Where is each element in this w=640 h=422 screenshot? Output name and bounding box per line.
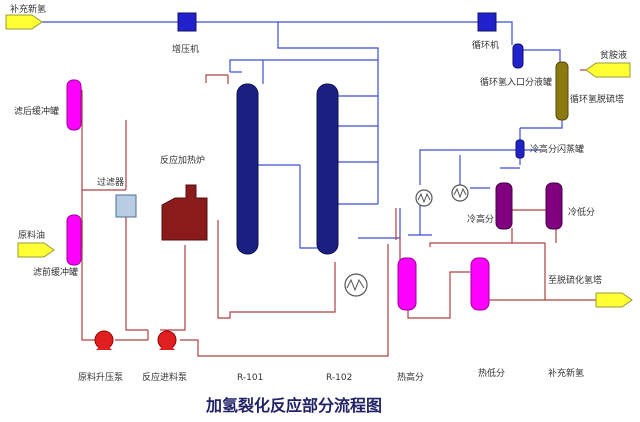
hot-lp-separator — [470, 257, 490, 311]
booster-compressor — [177, 12, 197, 32]
heat-exchanger-3 — [451, 184, 469, 202]
cold-flash-drum — [515, 139, 525, 159]
to-desulf-label: 至脱硫化氢塔 — [548, 274, 602, 286]
labels: 补充新氢 增压机 循环机 循环氢入口分液罐 贫胺液 循环氢脱硫塔 滤后缓冲罐 过… — [10, 3, 627, 415]
reactor-r102 — [316, 83, 339, 255]
feed-oil-label: 原料油 — [18, 229, 45, 241]
hot-lp-sep-label: 热低分 — [478, 367, 505, 379]
amine-label: 贫胺液 — [600, 49, 627, 61]
cold-lp-separator — [545, 182, 563, 230]
cold-flash-drum-label: 冷高分闪蒸罐 — [530, 143, 584, 155]
cold-hp-sep-label: 冷高分 — [467, 213, 494, 225]
filtered-buffer-label: 滤后缓冲罐 — [14, 105, 59, 117]
filter-label: 过滤器 — [97, 176, 124, 188]
recycle-inlet-drum — [512, 43, 524, 69]
feed-oil-arrow-shape — [17, 242, 55, 258]
makeup-h2-arrow-shape — [5, 14, 43, 30]
reactor-r101 — [236, 83, 259, 255]
diagram-title: 加氢裂化反应部分流程图 — [205, 396, 382, 415]
feed-oil-arrow — [17, 242, 55, 258]
reaction-charge-pump — [157, 330, 177, 350]
r101-label: R-101 — [237, 373, 263, 383]
filtered-buffer-tank — [66, 79, 82, 131]
feed-pump-label: 原料升压泵 — [78, 371, 123, 383]
makeup-h2-bottom-label: 补充新氢 — [548, 367, 584, 379]
cold-lp-sep-label: 冷低分 — [568, 206, 595, 218]
prefilter-buffer-label: 滤前缓冲罐 — [33, 266, 78, 278]
r102-label: R-102 — [326, 373, 352, 383]
charge-pump-label: 反应进料泵 — [142, 371, 187, 383]
feed-booster-pump — [94, 330, 114, 350]
heater-label: 反应加热炉 — [160, 154, 205, 166]
to-desulf-arrow-shape — [595, 292, 633, 308]
recycle-inlet-drum-label: 循环氢入口分液罐 — [480, 76, 552, 88]
booster-label: 增压机 — [172, 43, 199, 55]
filter — [115, 194, 137, 218]
heat-exchanger-1 — [344, 273, 368, 297]
amine-arrow — [585, 62, 631, 78]
hot-hp-sep-label: 热高分 — [397, 371, 424, 383]
cold-hp-separator — [495, 182, 513, 230]
recycle-comp-label: 循环机 — [472, 39, 499, 51]
amine-arrow-shape — [585, 62, 631, 78]
recycle-compressor — [477, 12, 497, 32]
makeup-h2-arrow — [5, 14, 43, 30]
to-desulf-arrow — [595, 292, 633, 308]
hot-hp-separator — [397, 257, 417, 311]
desulf-tower — [555, 61, 569, 121]
makeup-h2-label: 补充新氢 — [10, 3, 46, 15]
reaction-heater — [161, 184, 208, 241]
heat-exchanger-2 — [415, 189, 433, 207]
prefilter-buffer-tank — [66, 214, 82, 266]
desulf-tower-label: 循环氢脱硫塔 — [570, 93, 624, 105]
